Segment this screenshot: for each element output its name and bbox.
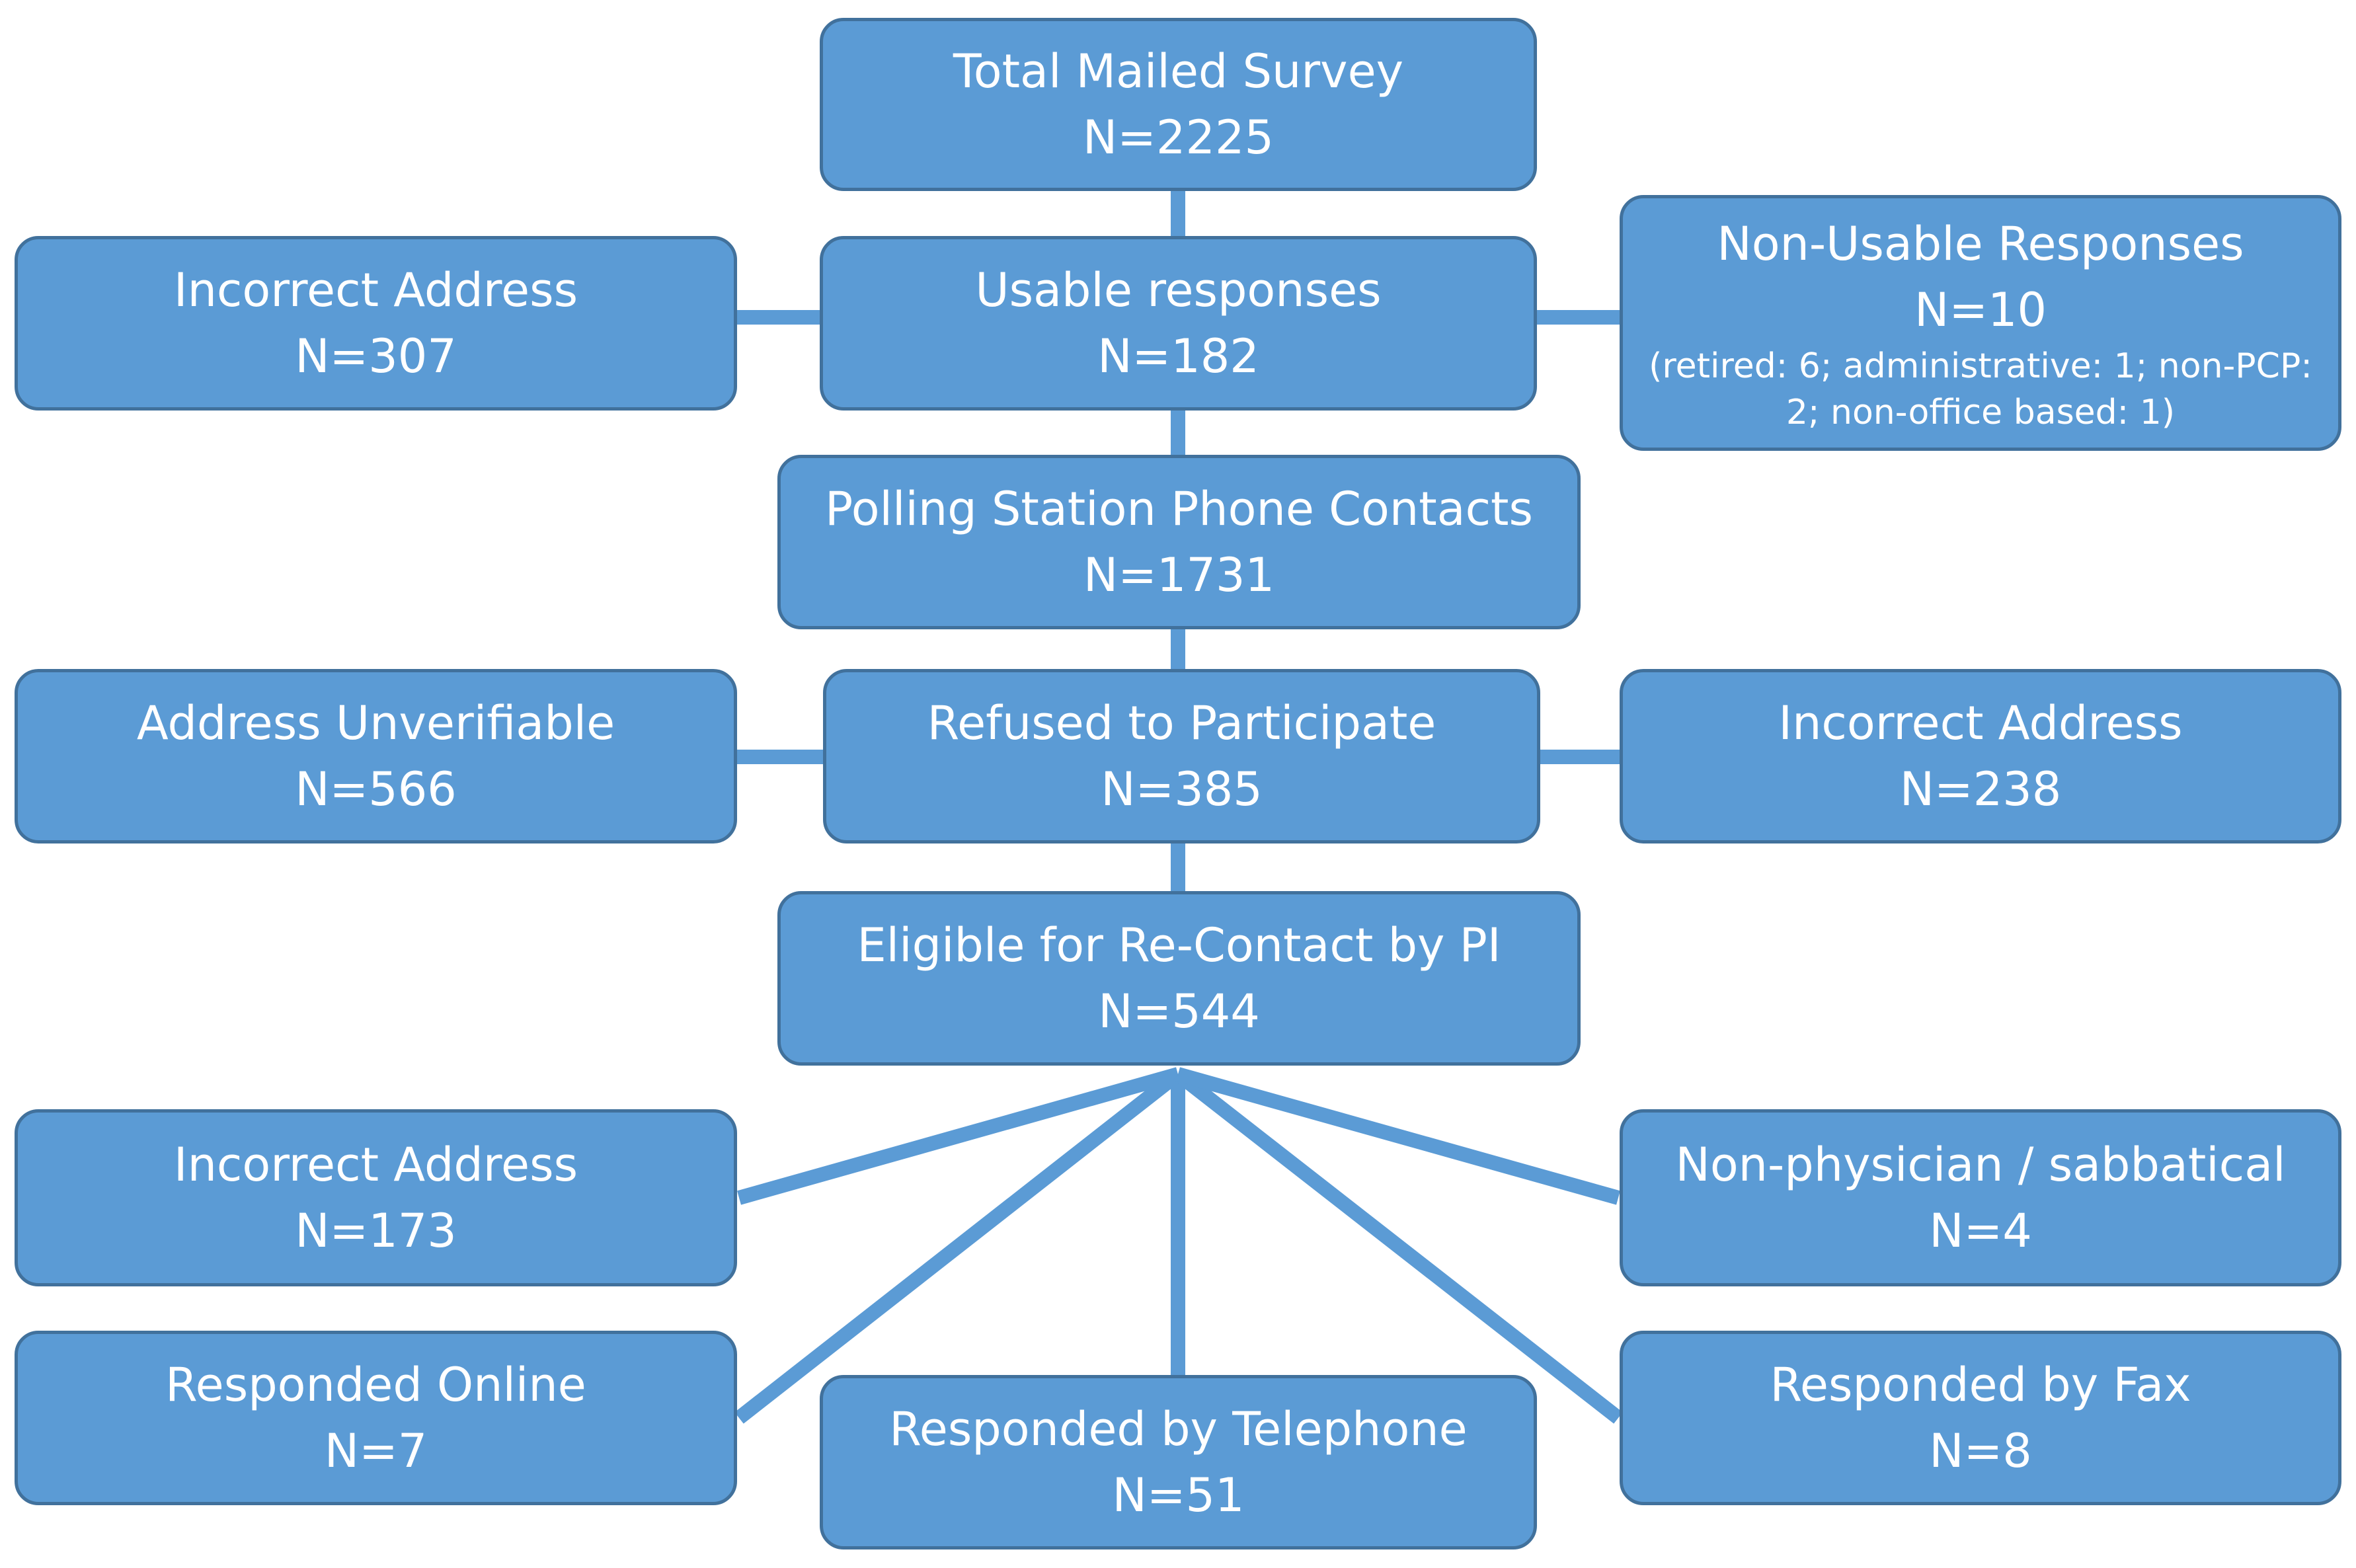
box-label: Total Mailed Survey xyxy=(953,44,1404,98)
connector-eligible-online xyxy=(734,1068,1183,1424)
box-count: N=7 xyxy=(324,1424,428,1478)
non-usable-responses-box: Non-Usable Responses N=10 (retired: 6; a… xyxy=(1620,195,2341,451)
responded-telephone-box: Responded by Telephone N=51 xyxy=(820,1375,1537,1549)
non-physician-box: Non-physician / sabbatical N=4 xyxy=(1620,1109,2341,1286)
incorrect-address-box-1: Incorrect Address N=307 xyxy=(15,236,737,411)
box-count: N=8 xyxy=(1929,1424,2032,1478)
box-label: Usable responses xyxy=(975,263,1382,317)
connector-eligible-incorrect3 xyxy=(737,1067,1180,1205)
connector-eligible-nonphysician xyxy=(1176,1067,1620,1205)
box-count: N=566 xyxy=(295,762,457,816)
box-label: Incorrect Address xyxy=(1778,696,2183,750)
box-label: Responded by Telephone xyxy=(889,1402,1468,1456)
box-label: Eligible for Re-Contact by PI xyxy=(857,918,1501,972)
box-count: N=51 xyxy=(1112,1468,1245,1522)
usable-responses-box: Usable responses N=182 xyxy=(820,236,1537,411)
box-count: N=238 xyxy=(1899,762,2062,816)
box-count: N=2225 xyxy=(1082,110,1275,165)
box-label: Incorrect Address xyxy=(173,263,578,317)
eligible-recontact-box: Eligible for Re-Contact by PI N=544 xyxy=(777,891,1581,1066)
box-label: Address Unverifiable xyxy=(136,696,615,750)
box-label: Polling Station Phone Contacts xyxy=(825,482,1533,536)
box-count: N=1731 xyxy=(1083,548,1275,602)
box-count: N=4 xyxy=(1929,1204,2032,1258)
box-count: N=307 xyxy=(295,329,457,383)
box-count: N=10 xyxy=(1914,282,2047,337)
box-label: Non-physician / sabbatical xyxy=(1675,1138,2286,1192)
incorrect-address-box-2: Incorrect Address N=238 xyxy=(1620,669,2341,843)
total-mailed-box: Total Mailed Survey N=2225 xyxy=(820,18,1537,191)
connector-eligible-fax xyxy=(1173,1068,1623,1424)
address-unverifiable-box: Address Unverifiable N=566 xyxy=(15,669,737,843)
responded-online-box: Responded Online N=7 xyxy=(15,1331,737,1505)
box-detail: (retired: 6; administrative: 1; non-PCP:… xyxy=(1649,346,2312,432)
incorrect-address-box-3: Incorrect Address N=173 xyxy=(15,1109,737,1286)
box-label: Responded Online xyxy=(165,1358,586,1412)
box-count: N=173 xyxy=(295,1204,457,1258)
box-label: Refused to Participate xyxy=(927,696,1436,750)
box-count: N=182 xyxy=(1097,329,1259,383)
refused-box: Refused to Participate N=385 xyxy=(823,669,1540,843)
box-count: N=385 xyxy=(1101,762,1263,816)
responded-fax-box: Responded by Fax N=8 xyxy=(1620,1331,2341,1505)
box-count: N=544 xyxy=(1098,984,1260,1039)
box-label: Non-Usable Responses xyxy=(1717,216,2244,271)
polling-station-box: Polling Station Phone Contacts N=1731 xyxy=(777,455,1581,629)
box-label: Responded by Fax xyxy=(1770,1358,2191,1412)
box-label: Incorrect Address xyxy=(173,1138,578,1192)
